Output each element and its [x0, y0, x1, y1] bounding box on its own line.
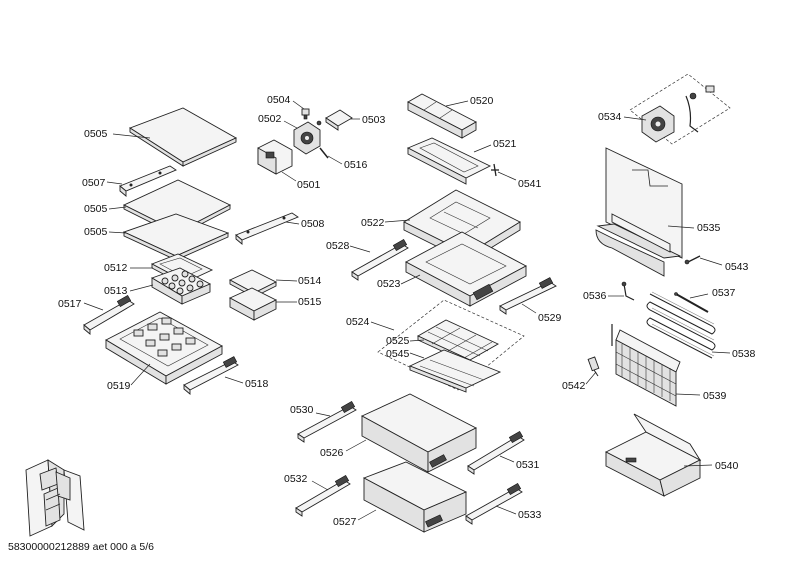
label-0536: 0536: [583, 290, 607, 302]
fan-box-0534: [629, 73, 731, 145]
housing-0501: [257, 139, 293, 175]
label-0505-middle: 0505: [84, 203, 108, 215]
label-0530: 0530: [290, 404, 314, 416]
egg-tray-0513: [150, 267, 212, 305]
label-0538: 0538: [732, 348, 756, 360]
label-0542: 0542: [562, 380, 586, 392]
label-0527: 0527: [333, 516, 357, 528]
refrigerator-thumbnail-icon: [25, 459, 85, 537]
label-0520: 0520: [470, 95, 494, 107]
label-0543: 0543: [725, 261, 749, 273]
label-0515: 0515: [298, 296, 322, 308]
rail-0532: [295, 474, 351, 517]
drawer-0519: [105, 311, 223, 385]
label-0521: 0521: [493, 138, 517, 150]
label-0532: 0532: [284, 473, 308, 485]
rail-0531: [467, 430, 525, 475]
freezer-drawer-0526: [360, 393, 477, 473]
label-0505-top: 0505: [84, 128, 108, 140]
label-0526: 0526: [320, 447, 344, 459]
label-0512: 0512: [104, 262, 128, 274]
crisper-drawer-0523: [405, 231, 527, 307]
air-duct-0520: [407, 93, 477, 139]
rail-0533: [465, 482, 523, 525]
label-0505-lower: 0505: [84, 226, 108, 238]
duct-frame-0521: [406, 137, 492, 185]
heating-coil-0538: [646, 291, 716, 359]
label-0541: 0541: [518, 178, 542, 190]
label-0504: 0504: [267, 94, 291, 106]
rail-0529: [499, 277, 557, 315]
label-0502: 0502: [258, 113, 282, 125]
label-0501: 0501: [297, 179, 321, 191]
label-0503: 0503: [362, 114, 386, 126]
trim-strip-0508: [235, 212, 299, 245]
label-0513: 0513: [104, 285, 128, 297]
label-0508: 0508: [301, 218, 325, 230]
drain-0542: [587, 356, 600, 377]
fan-unit-0502: [293, 121, 321, 155]
container-0515: [228, 287, 278, 321]
freezer-drawer-0527: [362, 461, 468, 533]
label-0545: 0545: [386, 348, 410, 360]
label-0522: 0522: [361, 217, 385, 229]
pin-0516: [319, 147, 329, 159]
cover-0503: [316, 109, 353, 131]
rail-0530: [297, 400, 357, 443]
heater-0537: [674, 292, 709, 313]
clip-0504: [301, 108, 310, 120]
trim-strip-0507: [119, 165, 177, 197]
label-0517: 0517: [58, 298, 82, 310]
label-0529: 0529: [538, 312, 562, 324]
label-0535: 0535: [697, 222, 721, 234]
bracket-0541: [491, 163, 499, 177]
label-0540: 0540: [715, 460, 739, 472]
label-0537: 0537: [712, 287, 736, 299]
sensor-0536: [621, 281, 635, 301]
label-0516: 0516: [344, 159, 368, 171]
label-0528: 0528: [326, 240, 350, 252]
shelf-0505-middle: [122, 179, 232, 237]
shelf-0505-lower: [122, 213, 230, 261]
back-panel-0535: [595, 147, 683, 277]
label-0539: 0539: [703, 390, 727, 402]
label-0519: 0519: [107, 380, 131, 392]
label-0531: 0531: [516, 459, 540, 471]
document-code-footer: 58300000212889 aet 000 a 5/6: [8, 541, 154, 553]
label-0525: 0525: [386, 335, 410, 347]
rail-0528: [351, 238, 409, 281]
label-0514: 0514: [298, 275, 322, 287]
rail-0518: [183, 356, 239, 395]
filter-frame-0545: [408, 349, 502, 393]
label-0524: 0524: [346, 316, 370, 328]
shelf-0505-top: [129, 107, 237, 167]
label-0533: 0533: [518, 509, 542, 521]
drip-tray-0540: [605, 413, 702, 497]
label-0507: 0507: [82, 177, 106, 189]
screw-0543: [684, 255, 701, 265]
rail-0517: [83, 294, 135, 335]
evaporator-0539: [611, 324, 681, 407]
label-0523: 0523: [377, 278, 401, 290]
label-0518: 0518: [245, 378, 269, 390]
label-0534: 0534: [598, 111, 622, 123]
